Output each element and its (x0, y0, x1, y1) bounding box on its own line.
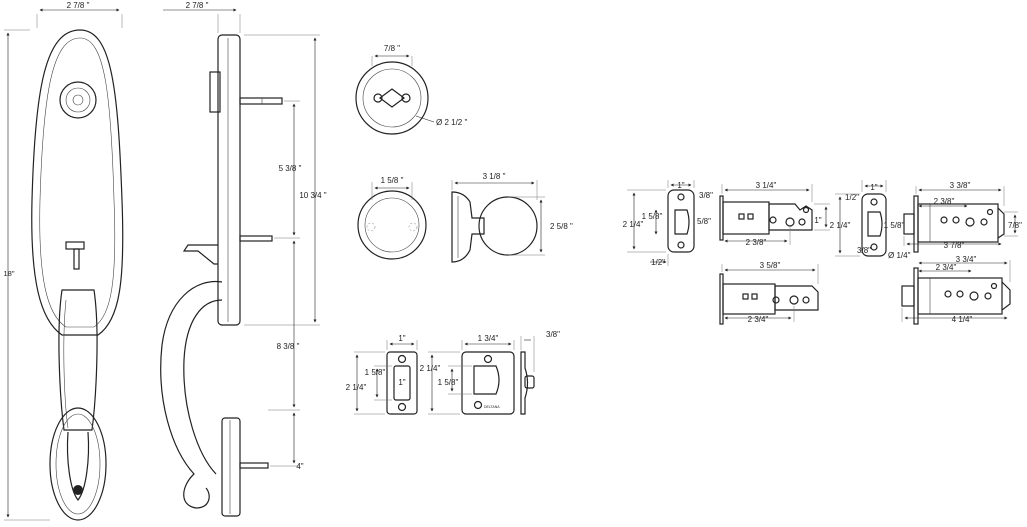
strike-plate-large: DELTANA 1 3/4" 2 1/4" 1 5/8" 3/8" (420, 330, 560, 415)
knob-diameter-label: 2 5/8 " (550, 222, 573, 231)
knob-rose-label: 1 5/8 " (381, 176, 404, 185)
deadlatch-face-top-label: 1/2" (845, 193, 859, 202)
latch-face-width-label: 1" (677, 181, 684, 190)
strike-large-opening-label: 1 5/8" (438, 378, 459, 387)
front-width-label: 2 7/8 " (67, 1, 90, 10)
strike-large-depth-label: 3/8" (546, 330, 560, 339)
knob-projection-label: 3 1/8 " (483, 172, 506, 181)
latch-height-label: 1" (814, 216, 821, 225)
rose-diameter-label: Ø 2 1/2 " (436, 118, 467, 127)
latch-faceplate: 1" 3/8" 2 1/4" 1 5/8" 5/8" 1/2" (623, 180, 713, 267)
strike-small-width-label: 1" (398, 334, 405, 343)
plate-height-label: 10 3/4 " (299, 191, 326, 200)
latch-face-height-label: 2 1/4" (623, 220, 644, 229)
deadlatch-bottom-backset-label: 2 3/4" (936, 263, 957, 272)
deadlatch-faceplate: 1" 1/2" 2 1/4" 1 5/8" 3/8" Ø 1/4" (830, 180, 911, 260)
deadlatch-bottom-total-label: 4 1/4" (952, 315, 973, 324)
deadlatch-face-width-label: 1" (870, 183, 877, 192)
latch-body-top: 3 1/4" 2 3/8" 1" (719, 181, 830, 247)
lower-spacing-label: 8 3/8 " (277, 342, 300, 351)
deadlatch-total-label: 3 7/8" (944, 241, 965, 250)
latch-offset-label: 3/8" (699, 191, 713, 200)
strike-large-height-label: 2 1/4" (420, 364, 441, 373)
knob-rose: 1 5/8 " (357, 176, 427, 260)
latch-bottom-length-label: 3 5/8" (760, 261, 781, 270)
side-width-label: 2 7/8 " (186, 1, 209, 10)
deadlatch-backset-label: 2 3/8" (934, 197, 955, 206)
deadlatch-opening-label: 1 5/8" (884, 221, 905, 230)
bottom-spacing-label: 4" (296, 462, 303, 471)
latch-backset-label: 2 3/8" (746, 238, 767, 247)
deadlatch-face-height-label: 2 1/4" (830, 221, 851, 230)
strike-plate-small: 1" 2 1/4" 1 5/8" 1" (346, 334, 418, 415)
latch-body-bottom: 3 5/8" 2 3/4" (719, 261, 819, 325)
upper-spacing-label: 5 3/8 " (279, 164, 302, 173)
deadlatch-bottom-length-label: 3 3/4" (956, 255, 977, 264)
latch-bottom-label: 1/2" (651, 258, 665, 267)
strike-small-height-label: 2 1/4" (346, 383, 367, 392)
handleset-side-view: 2 7/8 " 5 3/8 " 10 3/4 " 8 3/8 " 4" (160, 1, 327, 517)
handleset-front-view: 2 7/8 " 18" (3, 1, 124, 521)
deadlatch-length-label: 3 3/8" (950, 181, 971, 190)
knob-side-view: 3 1/8 " 2 5/8 " (451, 172, 573, 263)
latch-opening-label: 1 5/8" (642, 212, 663, 221)
strike-large-width-label: 1 3/4" (478, 334, 499, 343)
deadlatch-offset-label: 3/8" (857, 246, 871, 255)
deadlatch-body-bottom: 3 3/4" 2 3/4" 4 1/4" (901, 255, 1011, 325)
overall-height-label: 18" (3, 269, 14, 278)
strike-small-opening-w-label: 1" (398, 378, 405, 387)
strike-small-opening-h-label: 1 5/8" (365, 368, 386, 377)
latch-bottom-backset-label: 2 3/4" (748, 315, 769, 324)
deadlatch-hole-label: Ø 1/4" (888, 251, 911, 260)
latch-bolt-label: 5/8" (697, 217, 711, 226)
deadlatch-height-label: 7/8" (1008, 221, 1022, 230)
deadlatch-body-top: 3 3/8" 2 3/8" 7/8" 3 7/8" (903, 181, 1022, 253)
strike-large-stamp: DELTANA (484, 405, 500, 409)
latch-length-label: 3 1/4" (756, 181, 777, 190)
deadbolt-rose: 7/8 " Ø 2 1/2 " (355, 44, 467, 135)
rose-inner-label: 7/8 " (384, 44, 400, 53)
